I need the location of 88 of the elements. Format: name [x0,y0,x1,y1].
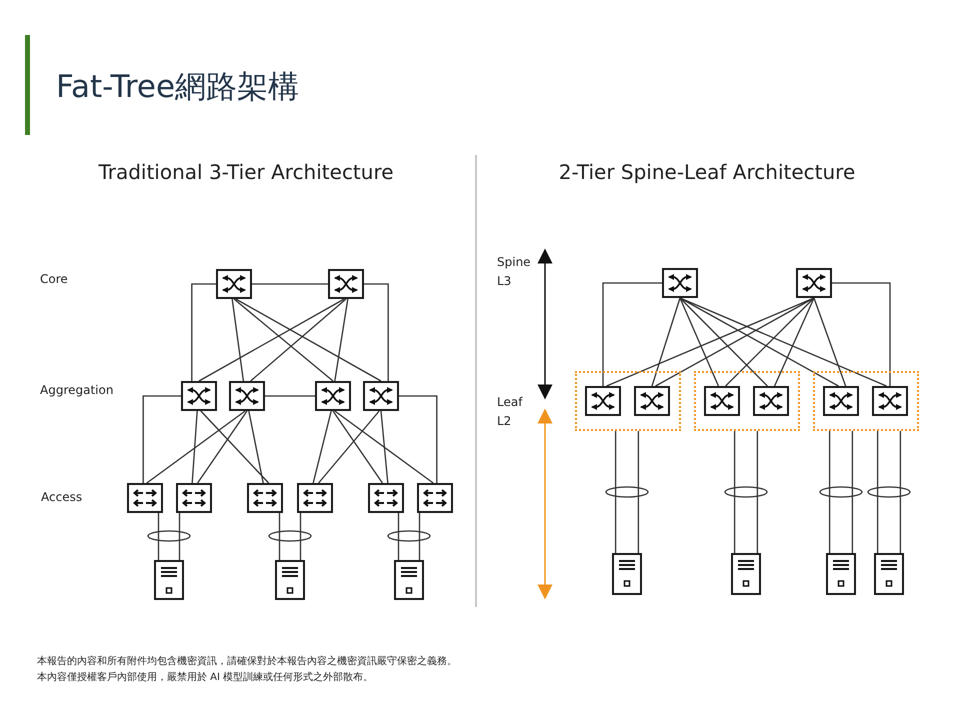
section-title: Traditional 3-Tier Architecture [98,160,394,184]
connector-line [197,410,248,484]
layer-label: Core [40,272,68,286]
connector-line [312,410,332,484]
connector-line [332,410,383,484]
switch-icon [823,386,859,416]
switch-icon [585,386,621,416]
connector-line [638,431,640,553]
access-switch-icon [127,483,163,513]
layer-label: Aggregation [40,383,114,398]
connector-line [679,298,719,386]
page-title: Fat-Tree網路架構 [56,68,300,107]
switch-icon [363,381,399,411]
leaf-group-box [694,371,800,431]
switch-icon [229,381,265,411]
connector-line [380,410,388,484]
layer-label: Access [41,490,82,504]
server-icon [826,553,856,595]
leaf-group-box [575,371,681,431]
connector-line [142,395,181,483]
connector-line [200,410,270,484]
connector-line [774,298,815,386]
connector-line [606,297,814,387]
connector-line [364,283,389,381]
connector-line [651,298,681,386]
connector-line [614,431,616,553]
connector-line [813,298,846,386]
connector-line [832,282,891,386]
layer-label: Leaf L2 [497,394,524,430]
disclaimer-text: 本報告的內容和所有附件均包含機密資訊，請確保對於本報告內容之機密資訊嚴守保密之義務。 [37,656,457,668]
connector-line [398,513,400,560]
leaf-group-box [813,371,919,431]
access-switch-icon [247,483,283,513]
server-icon [394,560,424,600]
connector-line [191,283,216,381]
connector-line [252,283,328,285]
connector-line [852,431,854,553]
access-switch-icon [417,483,453,513]
switch-icon [634,386,670,416]
server-icon [275,560,305,600]
connector-line [334,298,348,382]
server-icon [612,553,642,595]
connector-line [725,298,814,386]
connector-line [318,410,380,484]
connector-line [235,298,382,382]
connector-line [680,298,768,386]
access-switch-icon [297,483,333,513]
switch-icon [796,268,832,298]
access-switch-icon [368,483,404,513]
switch-icon [181,381,217,411]
switch-icon [216,269,252,299]
section-title: 2-Tier Spine-Leaf Architecture [558,160,856,184]
connector-line [828,431,830,553]
connector-line [232,298,244,382]
connector-line [178,513,180,560]
connector-line [756,431,758,553]
connector-line [278,513,280,560]
connector-line [234,298,334,382]
layer-label: Spine L3 [497,254,532,290]
server-icon [731,553,761,595]
switch-icon [704,386,740,416]
connector-line [680,297,839,387]
connector-line [250,298,346,382]
connector-line [158,513,160,560]
connector-line [900,431,902,553]
connector-line [146,410,246,484]
connector-line [334,410,434,484]
connector-line [734,431,736,553]
disclaimer-text: 本內容僅授權客戶內部使用，嚴禁用於 AI 模型訓練或任何形式之外部散布。 [37,672,374,684]
connector-line [876,431,878,553]
switch-icon [328,269,364,299]
switch-icon [753,386,789,416]
switch-icon [662,268,698,298]
connector-line [300,513,302,560]
connector-line [399,395,438,483]
switch-icon [315,381,351,411]
connector-line [248,410,264,484]
switch-icon [872,386,908,416]
connector-line [192,410,198,484]
connector-line [680,297,887,387]
connector-line [418,513,420,560]
connector-line [602,282,662,386]
server-icon [154,560,184,600]
connector-line [198,298,345,382]
server-icon [874,553,904,595]
connector-line [655,297,814,387]
connector-line [265,395,315,397]
access-switch-icon [176,483,212,513]
